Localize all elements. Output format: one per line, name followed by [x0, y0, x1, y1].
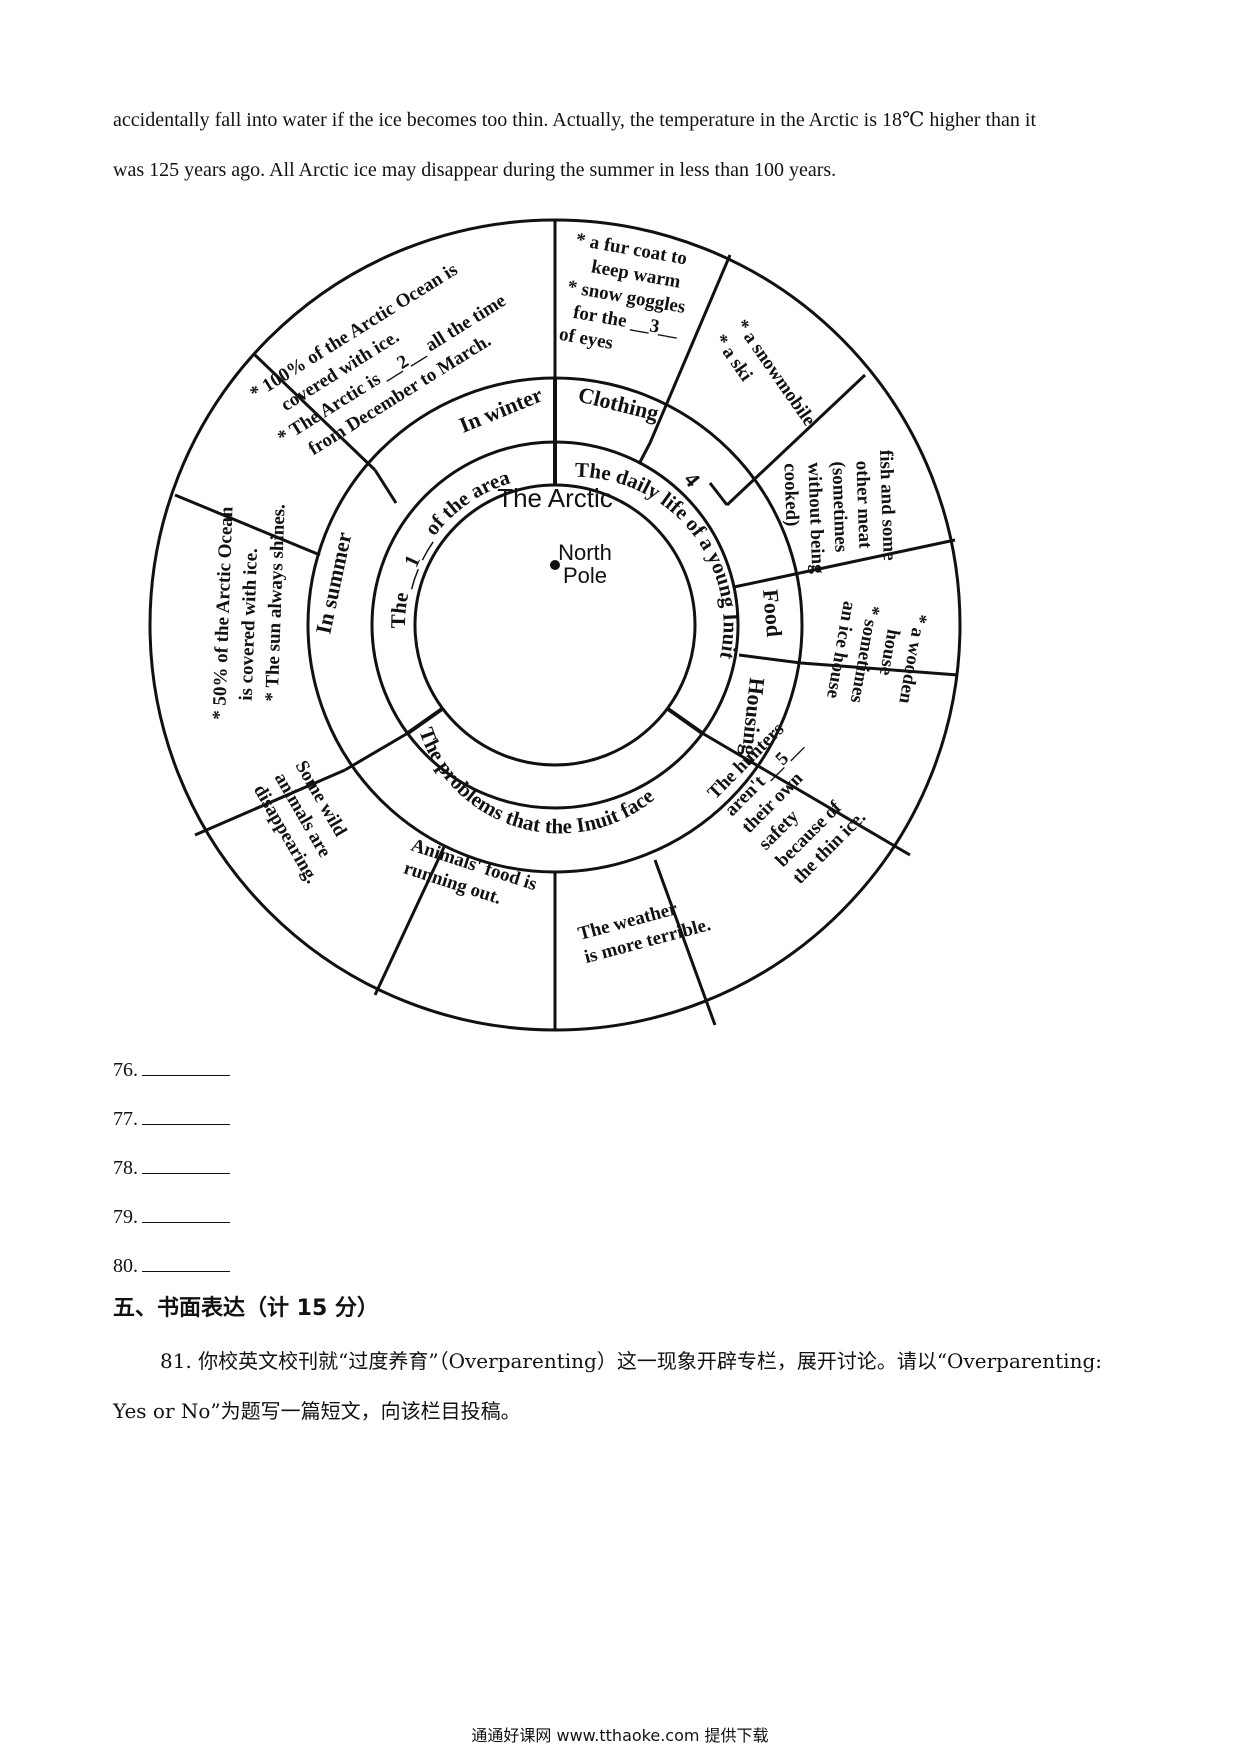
section-title: 五、书面表达（计 15 分）: [113, 1296, 379, 1321]
food-box: fish and some other meat (sometimes with…: [779, 449, 900, 575]
svg-text:other meat: other meat: [851, 460, 875, 549]
answer-blank[interactable]: [142, 1155, 230, 1174]
center-circle: [413, 483, 697, 767]
svg-text:(sometimes: (sometimes: [827, 461, 851, 552]
north-pole-label-2: Pole: [563, 563, 607, 588]
passage-line-2: was 125 years ago. All Arctic ice may di…: [113, 159, 837, 181]
passage-line-1: accidentally fall into water if the ice …: [113, 109, 1036, 131]
clothing-box: * a fur coat to keep warm * snow goggles…: [557, 229, 688, 354]
label-food: Food: [758, 588, 787, 638]
answer-78[interactable]: 78.: [113, 1155, 230, 1180]
question-81-line-1: 81. 你校英文校刊就“过度养育”（Overparenting）这一现象开辟专栏…: [160, 1349, 1103, 1373]
answer-blank[interactable]: [142, 1057, 230, 1076]
north-pole-dot: [550, 560, 560, 570]
svg-text:cooked): cooked): [779, 463, 802, 527]
arctic-circle-diagram: The Arctic North Pole The __1__ of the a…: [148, 218, 962, 1032]
answer-blank[interactable]: [142, 1253, 230, 1272]
answer-77[interactable]: 77.: [113, 1106, 230, 1131]
answer-76[interactable]: 76.: [113, 1057, 230, 1082]
answer-80[interactable]: 80.: [113, 1253, 230, 1278]
svg-text:without being: without being: [803, 462, 828, 575]
answer-blank[interactable]: [142, 1204, 230, 1223]
north-pole-label-1: North: [558, 540, 612, 565]
svg-text:fish and some: fish and some: [875, 449, 900, 561]
answer-79[interactable]: 79.: [113, 1204, 230, 1229]
center-title: The Arctic: [497, 483, 613, 513]
question-81-line-2: Yes or No”为题写一篇短文，向该栏目投稿。: [113, 1399, 521, 1423]
footer-source: 通通好课网 www.tthaoke.com 提供下载: [471, 1726, 769, 1745]
answer-blank[interactable]: [142, 1106, 230, 1125]
